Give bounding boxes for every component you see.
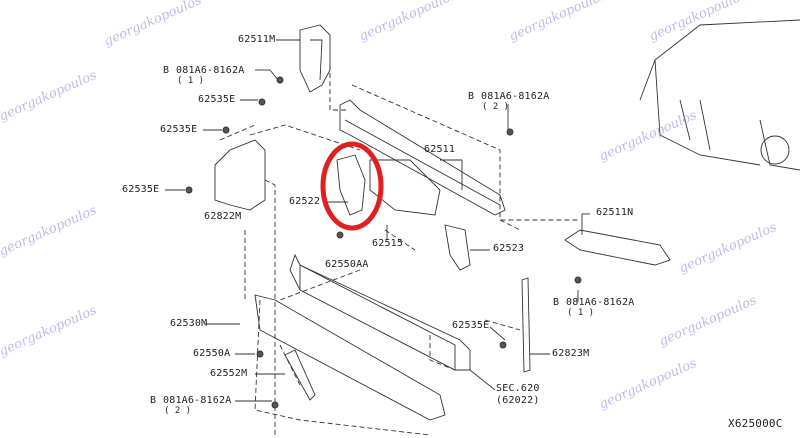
callout-62550AA: 62550AA	[325, 259, 369, 270]
callout-62511: 62511	[424, 144, 456, 155]
callout-sec620: SEC.620	[496, 383, 540, 394]
callout-62823M: 62823M	[552, 348, 590, 359]
diagram-code: X625000C	[728, 417, 783, 430]
callout-bolt-prefix: B	[163, 65, 170, 76]
part-62522-bracket	[336, 154, 366, 216]
callout-62822M: 62822M	[204, 211, 242, 222]
part-62823M-strip	[521, 277, 531, 373]
callout-62552M: 62552M	[210, 368, 248, 379]
callout-bolt-prefix: B	[150, 395, 157, 406]
callout-bolt-4-qty: ( 2 )	[164, 406, 192, 416]
callout-bolt-4: 081A6-8162A	[163, 395, 232, 406]
callout-62535E: 62535E	[198, 94, 236, 105]
part-62511N-bracket	[564, 229, 671, 266]
fasteners	[185, 76, 582, 409]
callout-62550A: 62550A	[193, 348, 231, 359]
callout-62511M: 62511M	[238, 34, 276, 45]
leader-lines	[165, 39, 590, 402]
vehicle-thumbnail	[639, 19, 800, 171]
callout-62515: 62515	[372, 238, 404, 249]
callout-62535E: 62535E	[160, 124, 198, 135]
callout-62530M: 62530M	[170, 318, 208, 329]
callout-bolt-3: 081A6-8162A	[566, 297, 635, 308]
callout-62535E: 62535E	[122, 184, 160, 195]
part-62530M-lower-member	[254, 294, 446, 421]
callout-bolt-2-qty: ( 2 )	[482, 102, 510, 112]
callout-bolt-2: 081A6-8162A	[481, 91, 550, 102]
part-62523-bracket	[444, 224, 471, 271]
callout-bolt-1: 081A6-8162A	[176, 65, 245, 76]
callout-62535E: 62535E	[452, 320, 490, 331]
callout-bolt-prefix: B	[468, 91, 475, 102]
callout-62511N: 62511N	[596, 207, 634, 218]
part-62552M-plate	[284, 349, 316, 401]
part-reinforcement-beam	[289, 253, 471, 371]
callout-62523: 62523	[493, 243, 525, 254]
callout-62522: 62522	[289, 196, 321, 207]
callout-bolt-3-qty: ( 1 )	[567, 308, 595, 318]
callout-bolt-1-qty: ( 1 )	[177, 76, 205, 86]
part-62822M-duct	[214, 139, 266, 211]
callout-bolt-prefix: B	[553, 297, 560, 308]
assembly-lines	[219, 65, 580, 438]
highlight-circle	[320, 141, 384, 231]
part-62511M-bracket	[299, 24, 331, 93]
part-62511-upper-support	[339, 99, 506, 216]
callout-sec620-ref: (62022)	[496, 395, 540, 406]
